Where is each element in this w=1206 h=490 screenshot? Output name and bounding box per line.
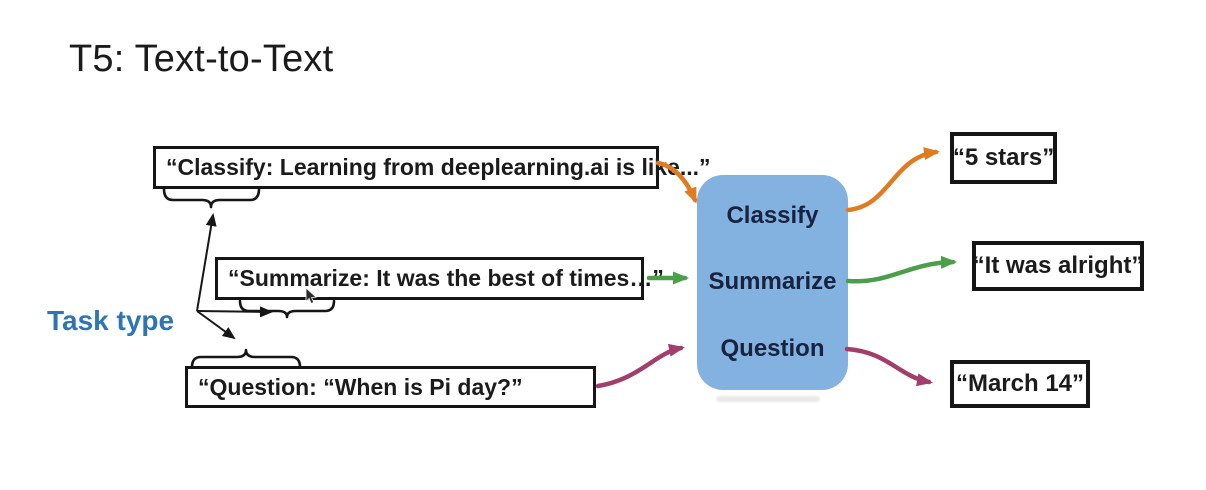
- input-box-question: “Question: “When is Pi day?”: [185, 366, 596, 408]
- output-text-question: “March 14”: [955, 370, 1085, 397]
- t5-model-box: Classify Summarize Question: [697, 175, 848, 390]
- brace-under-classify: [162, 187, 261, 209]
- input-box-classify: “Classify: Learning from deeplearning.ai…: [153, 146, 711, 189]
- output-text-classify: “5 stars”: [952, 144, 1055, 171]
- model-task-summarize: Summarize: [708, 268, 837, 296]
- input-box-summarize: “Summarize: It was the best of times…”: [215, 257, 664, 300]
- summarize-output-arrow: [845, 255, 957, 284]
- question-input-arrow: [595, 343, 685, 389]
- output-box-summarize: “It was alright”: [972, 241, 1144, 291]
- brace-above-question: [190, 348, 302, 369]
- task-type-label: Task type: [47, 305, 175, 336]
- slide-title: T5: Text-to-Text: [69, 38, 334, 80]
- model-box-shadow: [716, 396, 820, 402]
- input-text-summarize: “Summarize: It was the best of times…”: [228, 265, 664, 291]
- output-box-question: “March 14”: [950, 360, 1090, 408]
- model-task-question: Question: [720, 334, 825, 362]
- input-text-question: “Question: “When is Pi day?”: [198, 373, 523, 400]
- output-text-summarize: “It was alright”: [972, 252, 1144, 279]
- task-type-arrow-to-classify: [196, 213, 217, 312]
- input-text-classify: “Classify: Learning from deeplearning.ai…: [166, 154, 711, 180]
- brace-under-summarize: [238, 299, 336, 319]
- classify-output-arrow: [845, 147, 940, 213]
- output-box-classify: “5 stars”: [950, 132, 1057, 184]
- question-output-arrow: [844, 346, 933, 387]
- task-type-arrow-to-question: [196, 310, 236, 340]
- model-task-classify: Classify: [726, 202, 819, 230]
- task-type-arrow-to-summarize: [196, 306, 273, 318]
